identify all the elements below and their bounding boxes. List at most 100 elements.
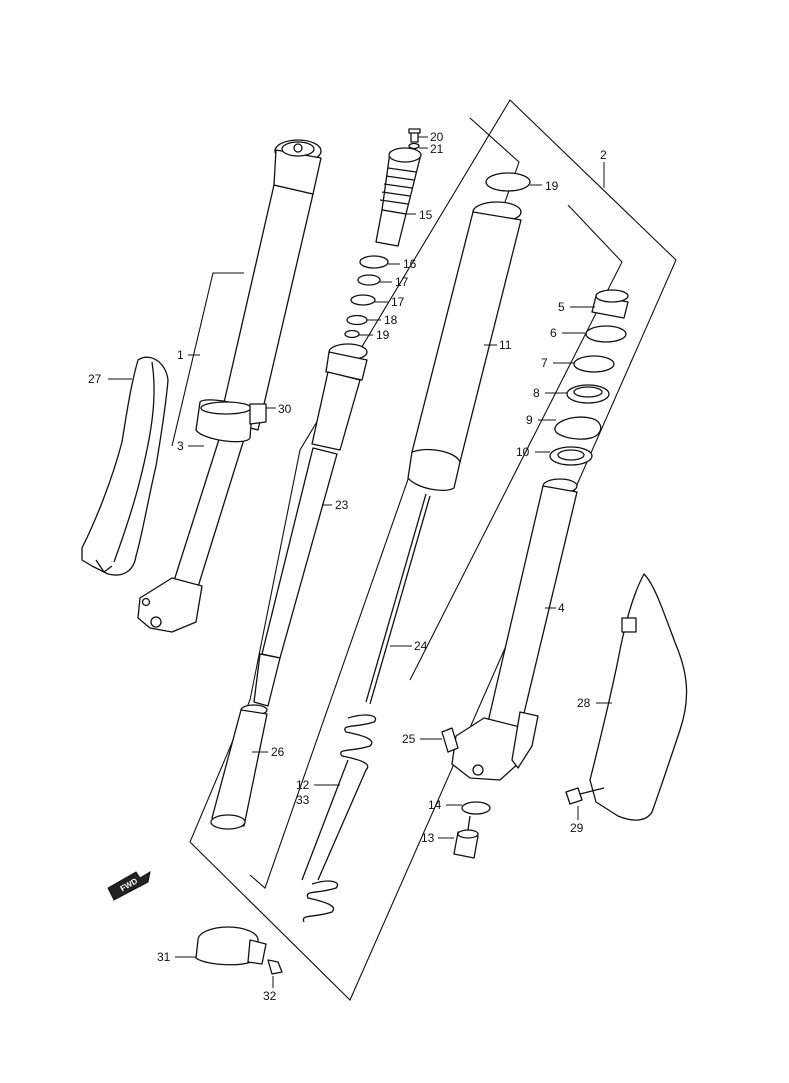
callout-12: 12	[296, 778, 310, 792]
frame-inner-cartridge	[249, 117, 520, 889]
part-24-rod	[365, 493, 431, 705]
cartridge-head-spring	[379, 167, 417, 205]
spring-connector-b	[301, 759, 349, 881]
callout-13: 13	[421, 831, 435, 845]
seal-8-inner	[573, 386, 603, 398]
tube-11-bottom-ring	[407, 448, 461, 492]
callout-4: 4	[558, 601, 565, 615]
screw-25	[441, 727, 459, 753]
part-17-collar-a	[357, 274, 381, 286]
clamp-band-top	[200, 401, 252, 415]
fwd-arrow-icon: FWD	[107, 870, 151, 901]
callout-17a: 17	[395, 275, 409, 289]
leader-lines	[108, 136, 612, 988]
assembly-frames	[171, 99, 677, 1001]
guard-28-tab	[621, 617, 637, 633]
spring-upper	[340, 714, 377, 771]
part-22-washer	[408, 142, 420, 150]
part-9-circlip	[554, 416, 602, 440]
callout-15: 15	[419, 208, 433, 222]
part-29-bolt	[565, 787, 605, 805]
callout-2: 2	[600, 148, 607, 162]
oring-20	[485, 172, 531, 192]
callout-27: 27	[88, 372, 102, 386]
rod-24-line-b	[369, 495, 431, 705]
tube-11-body	[411, 211, 522, 463]
bushing-5-top	[595, 289, 629, 303]
callout-3: 3	[177, 439, 184, 453]
part-12-33-springs	[301, 714, 377, 923]
callout-11: 11	[499, 338, 512, 352]
bolt-13-pin	[467, 815, 471, 831]
callout-18: 18	[384, 313, 398, 327]
collar-17a	[357, 274, 381, 286]
cartridge-head-top	[388, 147, 422, 163]
tube-4-caliper-mount	[511, 711, 539, 769]
part-11-outer-tube	[407, 201, 522, 492]
guard-body	[81, 356, 169, 576]
part-19-ring	[344, 329, 360, 339]
sleeve-body	[211, 709, 268, 827]
part-20-oring	[485, 172, 531, 192]
callout-7: 7	[541, 356, 548, 370]
callout-19: 19	[376, 328, 390, 342]
clamp-ear	[249, 403, 267, 425]
axle-bracket-hole-2	[141, 597, 151, 607]
callout-16: 16	[403, 257, 417, 271]
washer-22	[408, 142, 420, 150]
seal-10-inner	[557, 449, 585, 461]
part-23-damper-rod	[253, 343, 368, 707]
callout-29: 29	[570, 821, 584, 835]
callout-30: 30	[278, 402, 292, 416]
part-5-bushing	[591, 289, 629, 319]
collar-17b	[350, 294, 376, 306]
rod-24-line-a	[365, 493, 427, 703]
part-14-gasket	[461, 801, 491, 815]
part-13-bolt	[453, 815, 479, 859]
part-8-oil-seal	[566, 384, 610, 404]
part-32-bolt	[267, 959, 283, 975]
frame-inner-tube	[409, 204, 623, 681]
part-31-clamp	[195, 926, 267, 966]
axle-bracket-hole	[150, 616, 162, 628]
part-25-bleed-screw	[441, 727, 459, 753]
damper-rod-shaft	[261, 447, 338, 659]
callout-1: 1	[177, 348, 184, 362]
guard-28-body	[589, 573, 688, 821]
fork-cap-center	[293, 143, 303, 153]
part-21-bolt	[408, 128, 421, 143]
spring-lower	[302, 880, 339, 923]
spring-connector-a	[317, 769, 367, 881]
clamp-31-ear	[247, 939, 267, 965]
part-30-fork-clamp	[195, 399, 267, 443]
callout-32: 32	[263, 989, 277, 1003]
callout-25: 25	[402, 732, 416, 746]
damper-top-collar	[325, 351, 368, 381]
callout-22: 21	[430, 142, 444, 156]
bolt-32	[267, 959, 283, 975]
cartridge-head-stem	[375, 209, 407, 247]
bolt-29-shank	[579, 787, 605, 795]
callout-labels: 2 20 21 19 15 16 17 17 18 19 11 5 6 7 8 …	[88, 130, 607, 1003]
bushing-6	[585, 325, 627, 343]
callout-14: 14	[428, 798, 442, 812]
ring-19	[344, 329, 360, 339]
damper-rod-tip	[253, 653, 281, 707]
bolt-29	[565, 787, 583, 805]
callout-6: 6	[550, 326, 557, 340]
part-28-right-fork-guard	[589, 573, 688, 821]
callout-33: 33	[296, 793, 310, 807]
ring-18	[346, 314, 368, 326]
frame-assembly-1	[171, 272, 244, 447]
callout-26: 26	[271, 745, 285, 759]
frame-assembly-2	[189, 99, 677, 1001]
callout-23: 23	[335, 498, 349, 512]
part-10-dust-seal	[549, 446, 593, 466]
bolt-13-top	[457, 829, 479, 839]
sleeve-bottom	[210, 814, 246, 830]
part-27-left-fork-guard	[81, 356, 169, 576]
part-6-bushing	[585, 325, 627, 343]
callout-28: 28	[577, 696, 591, 710]
gasket-14	[461, 801, 491, 815]
